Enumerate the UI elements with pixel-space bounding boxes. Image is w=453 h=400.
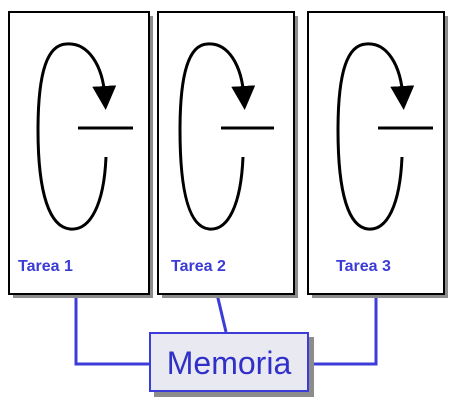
task-box-2: Tarea 2 (157, 11, 298, 298)
task-label-2: Tarea 2 (171, 258, 226, 275)
memory-box: Memoria (149, 332, 314, 397)
loop-arrow-1 (36, 42, 117, 231)
connector-task-3 (310, 294, 378, 366)
task-label-3: Tarea 3 (336, 258, 391, 275)
task-box-1-frame (8, 11, 150, 295)
memory-connectors (74, 293, 378, 366)
loop-arrow-3 (336, 42, 415, 231)
memory-label: Memoria (167, 345, 292, 381)
connector-task-1 (74, 294, 150, 366)
task-box-1: Tarea 1 (8, 11, 153, 298)
memory-box-frame (149, 332, 309, 392)
task-box-3-frame (307, 11, 445, 295)
connector-task-2 (215, 293, 228, 333)
task-box-3: Tarea 3 (307, 11, 448, 298)
loop-arrow-2 (178, 42, 256, 231)
task-box-2-frame (157, 11, 295, 295)
task-label-1: Tarea 1 (18, 258, 73, 275)
